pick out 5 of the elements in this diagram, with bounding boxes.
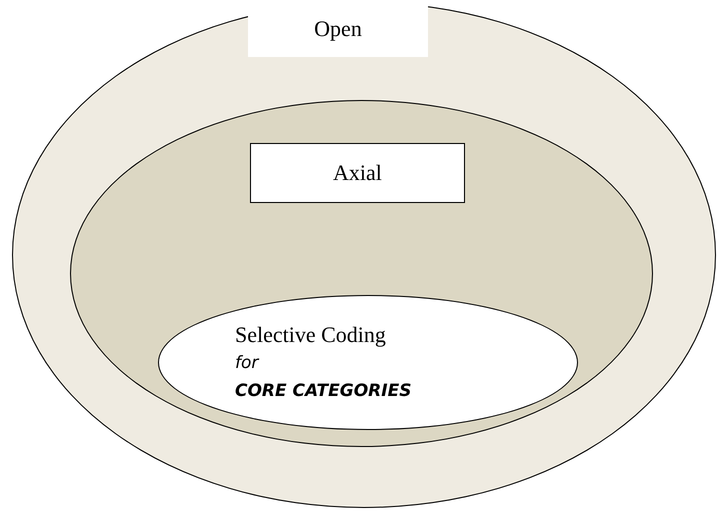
label-panel: Open: [248, 0, 428, 57]
node-text: CORE CATEGORIES: [235, 380, 412, 402]
node-heading: Selective Coding: [235, 320, 386, 348]
label-box: Axial: [250, 143, 465, 203]
node-text: for: [235, 352, 258, 374]
